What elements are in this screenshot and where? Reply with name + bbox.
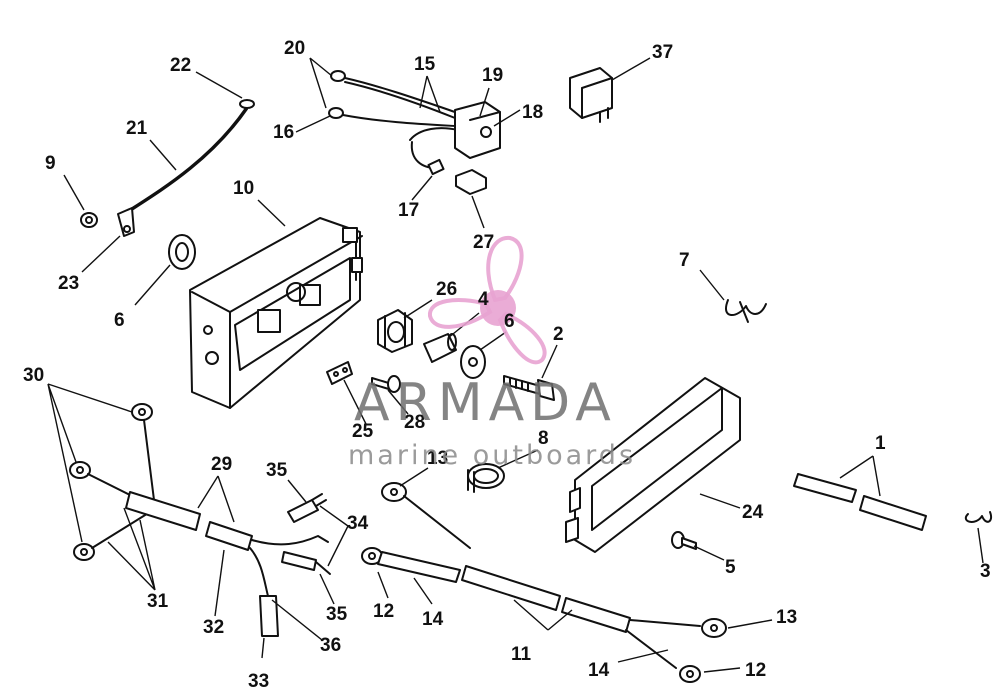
callout-26: 26 — [436, 279, 457, 300]
callout-6-left: 6 — [114, 310, 125, 331]
callout-1: 1 — [875, 433, 886, 454]
wire-clip — [725, 299, 767, 323]
washer-right — [460, 345, 486, 379]
ground-wire — [117, 99, 255, 237]
callout-13-upper: 13 — [427, 448, 448, 469]
nut — [80, 212, 98, 228]
callout-22: 22 — [170, 55, 191, 76]
plate — [326, 361, 353, 385]
watermark-tagline: marine outboards — [348, 440, 636, 471]
callout-28: 28 — [404, 412, 425, 433]
small-clip — [964, 511, 992, 523]
callout-36: 36 — [320, 635, 341, 656]
callout-29: 29 — [211, 454, 232, 475]
callout-15: 15 — [414, 54, 436, 75]
callout-6-right: 6 — [504, 311, 515, 332]
callout-4: 4 — [478, 289, 489, 310]
left-harness — [69, 403, 331, 637]
callout-9: 9 — [45, 153, 56, 174]
right-harness — [361, 482, 727, 683]
callout-18: 18 — [522, 102, 543, 123]
callout-16: 16 — [273, 122, 294, 143]
leader-lines — [47, 57, 984, 673]
connector-cap — [455, 169, 487, 195]
callout-14-right: 14 — [588, 660, 610, 681]
callout-17: 17 — [398, 200, 419, 221]
cover-screw — [671, 531, 697, 550]
callout-3: 3 — [980, 561, 991, 582]
callout-34: 34 — [347, 513, 369, 534]
callout-12-left: 12 — [373, 601, 394, 622]
callout-32: 32 — [203, 617, 224, 638]
callout-13-lower: 13 — [776, 607, 797, 628]
sleeve — [423, 333, 457, 363]
screw — [371, 375, 401, 393]
callout-25: 25 — [352, 421, 374, 442]
callout-19: 19 — [482, 65, 503, 86]
callout-8: 8 — [538, 428, 549, 449]
relay — [569, 67, 613, 123]
callout-5: 5 — [725, 557, 736, 578]
watermark-text: ARMADA marine outboards — [348, 373, 636, 471]
callout-14-left: 14 — [422, 609, 444, 630]
callout-30: 30 — [23, 365, 44, 386]
power-pack-housing — [189, 217, 363, 409]
callout-2: 2 — [553, 324, 564, 345]
callout-23: 23 — [58, 273, 79, 294]
callout-12-right: 12 — [745, 660, 766, 681]
cover-plate — [565, 377, 741, 553]
callout-10: 10 — [233, 178, 254, 199]
callout-11: 11 — [511, 644, 532, 665]
callout-35-lower: 35 — [326, 604, 348, 625]
grommet-left — [168, 234, 196, 270]
bushing — [377, 309, 413, 353]
callout-20: 20 — [284, 38, 305, 59]
callout-7: 7 — [679, 250, 690, 271]
callout-35-upper: 35 — [266, 460, 288, 481]
callout-24: 24 — [742, 502, 764, 523]
hose-clamp — [467, 463, 505, 493]
harness-with-connector — [328, 70, 501, 176]
bolt — [503, 375, 555, 401]
callout-21: 21 — [126, 118, 148, 139]
callout-33: 33 — [248, 671, 269, 692]
callout-labels: 1 2 3 4 5 6 6 7 8 9 10 11 12 12 13 13 14… — [23, 38, 991, 692]
callout-37: 37 — [652, 42, 673, 63]
watermark-propeller-logo — [428, 235, 547, 365]
callout-27: 27 — [473, 232, 494, 253]
tubing — [793, 473, 927, 531]
watermark-brand: ARMADA — [354, 373, 617, 433]
callout-31: 31 — [147, 591, 169, 612]
